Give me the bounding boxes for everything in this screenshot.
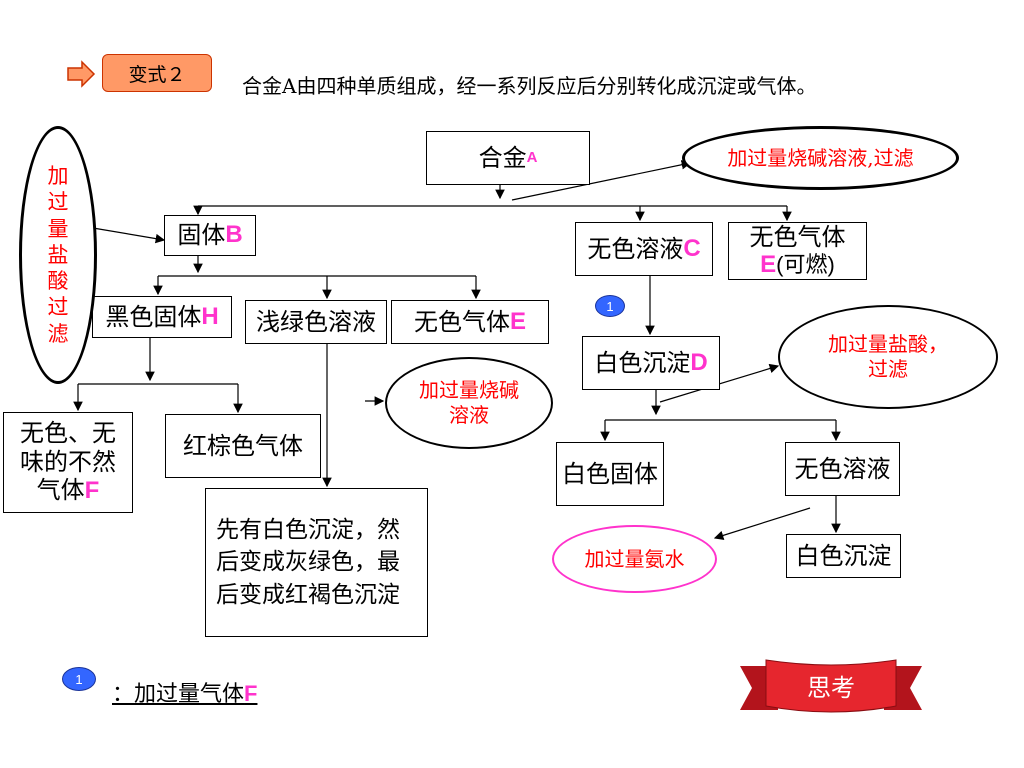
variant-tag-label: 变式２ (128, 63, 186, 86)
reagent-hcl-filter: 加过量盐酸，过滤 (778, 305, 998, 409)
arrow-to-ammonia (713, 507, 811, 541)
think-button[interactable]: 思考 (738, 656, 924, 720)
node-gas-e-right: 无色气体 E(可燃) (728, 222, 867, 280)
footnote-badge: 1 (62, 667, 96, 691)
footnote-text: ：加过量气体F (112, 681, 258, 707)
step-badge: 1 (595, 295, 625, 317)
reagent-ammonia: 加过量氨水 (552, 525, 717, 593)
arrow-to-naoh-filter (511, 160, 692, 201)
node-white-solid: 白色固体 (556, 442, 664, 506)
node-red-brown-gas: 红棕色气体 (165, 414, 321, 478)
reagent-naoh: 加过量烧碱溶液 (385, 357, 553, 449)
node-light-green-solution: 浅绿色溶液 (245, 300, 387, 344)
reagent-hcl-filter-vertical: 加过量盐酸过滤 (19, 126, 97, 384)
variant-tag[interactable]: 变式２ (102, 54, 212, 92)
banner-ribbon-icon (740, 659, 922, 713)
node-gas-f: 无色、无味的不然气体F (3, 412, 133, 513)
arrow-right-icon (67, 60, 96, 88)
question-text: 合金A由四种单质组成，经一系列反应后分别转化成沉淀或气体。 (242, 74, 817, 98)
node-precipitate-description: 先有白色沉淀，然后变成灰绿色，最后变成红褐色沉淀 (205, 488, 428, 637)
arrow-hcl-to-b (92, 227, 166, 244)
node-colorless-solution: 无色溶液 (785, 442, 900, 496)
reagent-naoh-filter: 加过量烧碱溶液,过滤 (682, 126, 959, 190)
think-button-label: 思考 (807, 673, 855, 702)
node-white-precip: 白色沉淀 (786, 534, 901, 578)
